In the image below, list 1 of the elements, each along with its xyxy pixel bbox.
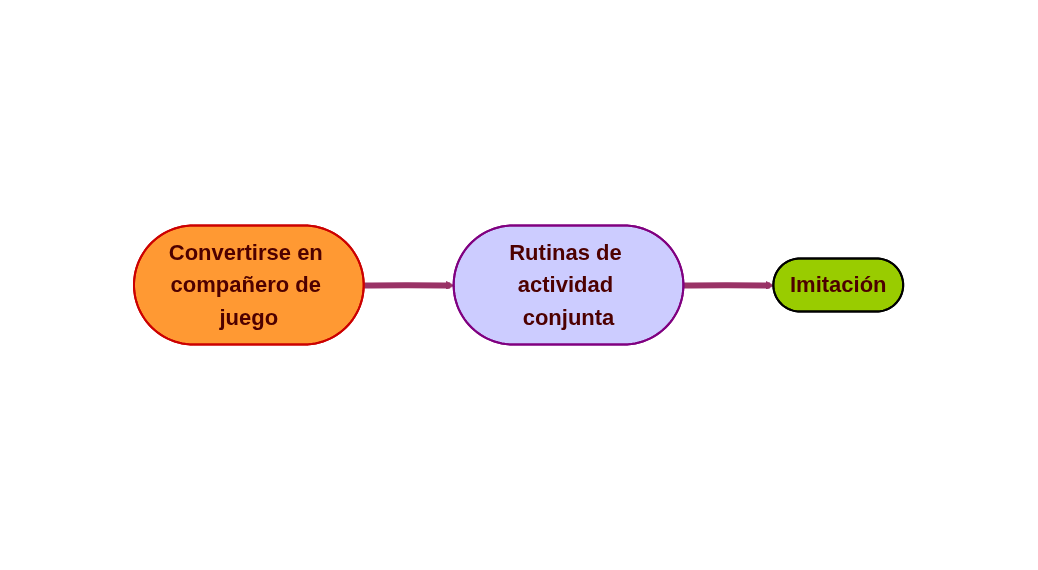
arrow [364,281,455,290]
